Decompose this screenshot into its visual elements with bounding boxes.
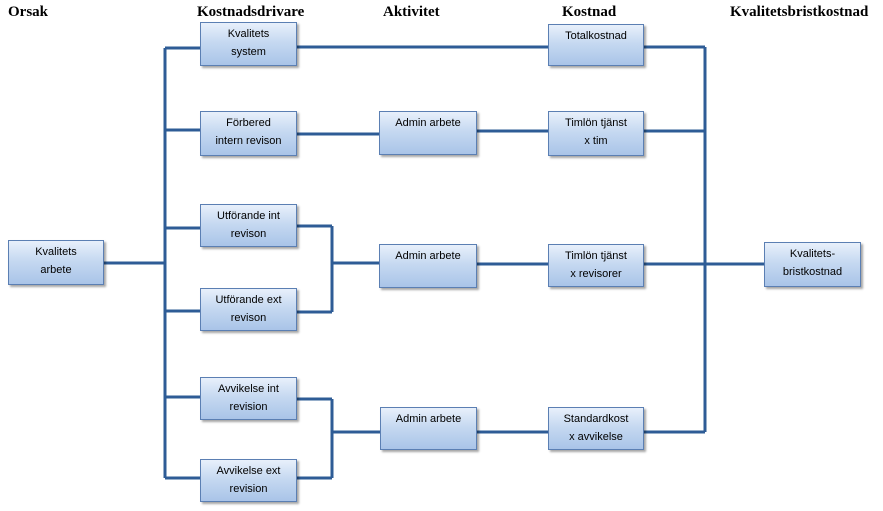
node-totalkostnad: Totalkostnad (548, 24, 644, 66)
node-timlon-revisorer: Timlön tjänst x revisorer (548, 244, 644, 287)
node-kvalitets-system: Kvalitets system (200, 22, 297, 66)
node-standardkost: Standardkost x avvikelse (548, 407, 644, 450)
header-kostnadsdrivare: Kostnadsdrivare (197, 4, 305, 20)
node-forbered-intern-revison: Förbered intern revison (200, 111, 297, 156)
node-avvikelse-int-revision: Avvikelse int revision (200, 377, 297, 420)
header-orsak: Orsak (8, 4, 49, 20)
node-utforande-ext-revison: Utförande ext revison (200, 288, 297, 331)
header-aktivitet: Aktivitet (383, 4, 440, 20)
node-kvalitetsbristkostnad: Kvalitets- bristkostnad (764, 242, 861, 287)
node-timlon-tim: Timlön tjänst x tim (548, 111, 644, 156)
node-avvikelse-ext-revision: Avvikelse ext revision (200, 459, 297, 502)
node-admin-arbete-2: Admin arbete (379, 244, 477, 288)
node-kvalitets-arbete: Kvalitets arbete (8, 240, 104, 285)
node-admin-arbete-3: Admin arbete (380, 407, 477, 450)
header-kvalitetsbristkostnad: Kvalitetsbristkostnad (730, 4, 869, 20)
node-utforande-int-revison: Utförande int revison (200, 204, 297, 247)
header-kostnad: Kostnad (562, 4, 617, 20)
node-admin-arbete-1: Admin arbete (379, 111, 477, 155)
